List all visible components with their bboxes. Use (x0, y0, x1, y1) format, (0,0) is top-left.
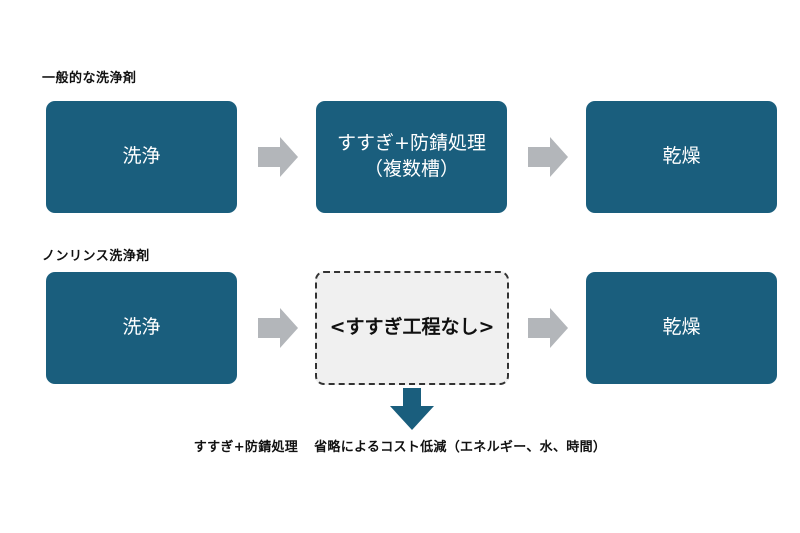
general-step-wash: 洗浄 (46, 101, 237, 213)
general-step-rinse: すすぎ+防錆処理 （複数槽） (316, 101, 507, 213)
general-step-wash-label: 洗浄 (122, 145, 161, 168)
cost-reduction-note-text: 省略によるコスト低減（エネルギー、水、時間） (314, 440, 607, 455)
norinse-section-label: ノンリンス洗浄剤 (42, 249, 150, 264)
right-arrow-icon (258, 308, 298, 348)
norinse-step-wash: 洗浄 (46, 272, 237, 384)
general-section-label: 一般的な洗浄剤 (42, 71, 137, 86)
norinse-step-dry-label: 乾燥 (662, 316, 701, 339)
general-step-rinse-sublabel: （複数槽） (363, 158, 459, 180)
right-arrow-icon (258, 137, 298, 177)
right-arrow-icon (528, 308, 568, 348)
norinse-step-no-rinse-label: <すすぎ工程なし> (329, 316, 495, 339)
cost-reduction-note-subject: すすぎ+防錆処理 (193, 440, 299, 455)
right-arrow-icon (528, 137, 568, 177)
general-step-rinse-label: すすぎ+防錆処理 (337, 132, 486, 155)
norinse-step-no-rinse: <すすぎ工程なし> (315, 271, 509, 385)
norinse-step-dry: 乾燥 (586, 272, 777, 384)
norinse-step-wash-label: 洗浄 (122, 316, 161, 339)
general-step-dry: 乾燥 (586, 101, 777, 213)
cost-reduction-note: すすぎ+防錆処理省略によるコスト低減（エネルギー、水、時間） (0, 436, 800, 455)
down-arrow-icon (390, 388, 434, 430)
general-step-dry-label: 乾燥 (662, 145, 701, 168)
